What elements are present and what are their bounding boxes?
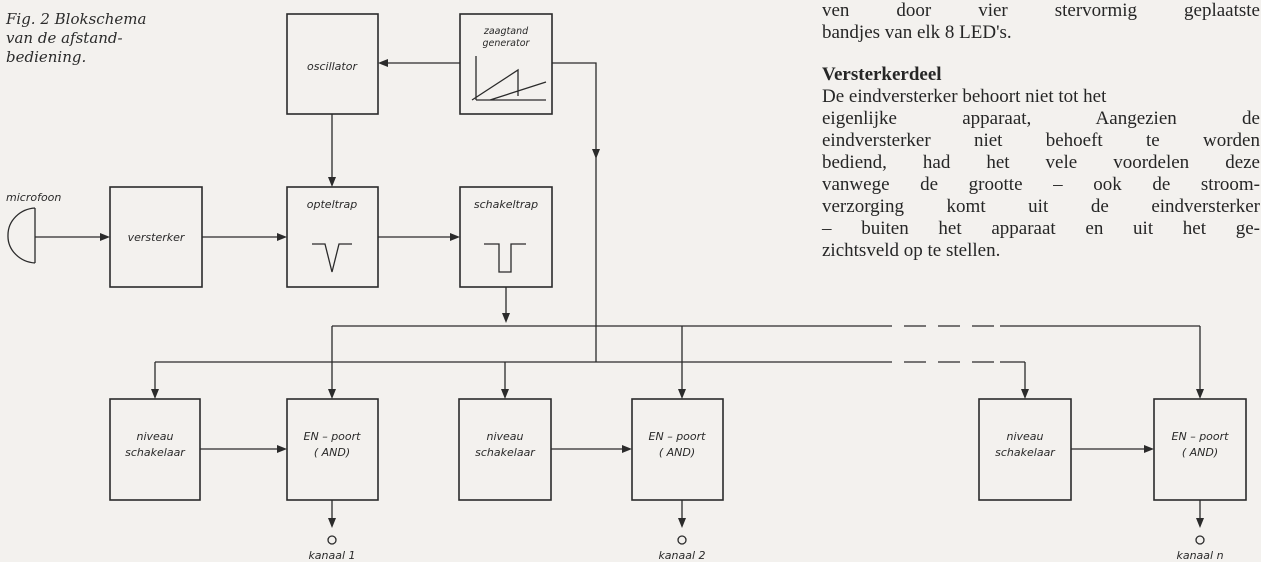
arrow-head bbox=[678, 389, 686, 399]
caption-line: Fig. 2 Blokschema bbox=[6, 10, 147, 28]
zaagtand-label: zaagtand bbox=[483, 26, 529, 37]
en-poort-label: EN – poort bbox=[649, 430, 707, 443]
arrow-head bbox=[1144, 445, 1154, 453]
niveau-label: niveau bbox=[1006, 430, 1043, 443]
square-pulse-symbol bbox=[484, 243, 526, 273]
arrow-head bbox=[328, 389, 336, 399]
figure-caption: Fig. 2 Blokschema van de afstand- bedien… bbox=[6, 10, 186, 67]
arrow-head bbox=[678, 518, 686, 528]
arrow-head bbox=[622, 445, 632, 453]
section-heading: Versterkerdeel bbox=[822, 64, 942, 85]
text-line: bediend, had het vele voordelen deze bbox=[822, 152, 1260, 173]
schakelaar-label: schakelaar bbox=[995, 446, 1056, 459]
versterker-label: versterker bbox=[128, 231, 186, 244]
arrow-head bbox=[100, 233, 110, 241]
oscillator-label: oscillator bbox=[307, 60, 358, 73]
schakeltrap-label: schakeltrap bbox=[474, 198, 538, 211]
arrow-head bbox=[328, 518, 336, 528]
text-line: zichtsveld op te stellen. bbox=[822, 240, 1001, 261]
opteltrap-label: opteltrap bbox=[307, 198, 357, 211]
kanaal-1-label: kanaal 1 bbox=[308, 549, 355, 562]
output-terminal bbox=[677, 535, 687, 545]
text-line: De eindversterker behoort niet tot het bbox=[822, 86, 1107, 107]
and-label: ( AND) bbox=[659, 446, 695, 459]
arrow-head bbox=[1196, 389, 1204, 399]
and-label: ( AND) bbox=[314, 446, 350, 459]
niveau-label: niveau bbox=[136, 430, 173, 443]
caption-line: van de afstand- bbox=[6, 29, 123, 47]
text-line: vanwege de grootte – ook de stroom- bbox=[822, 174, 1260, 195]
text-line: eindversterker niet behoeft te worden bbox=[822, 130, 1260, 151]
text-line: ven door vier stervormig geplaatste bbox=[822, 0, 1260, 21]
output-terminal bbox=[1195, 535, 1205, 545]
and-label: ( AND) bbox=[1182, 446, 1218, 459]
generator-label: generator bbox=[483, 38, 531, 49]
schakelaar-label: schakelaar bbox=[475, 446, 536, 459]
output-terminal bbox=[327, 535, 337, 545]
arrow-head bbox=[501, 389, 509, 399]
text-line: – buiten het apparaat en uit het ge- bbox=[822, 218, 1260, 239]
sawtooth-symbol bbox=[471, 56, 547, 101]
microphone-icon bbox=[7, 207, 36, 264]
kanaal-2-label: kanaal 2 bbox=[658, 549, 705, 562]
caption-line: bediening. bbox=[6, 48, 87, 66]
en-poort-block bbox=[631, 398, 724, 501]
arrow-head bbox=[502, 313, 510, 323]
en-poort-label: EN – poort bbox=[1172, 430, 1230, 443]
niveau-label: niveau bbox=[486, 430, 523, 443]
arrow-head bbox=[328, 177, 336, 187]
zaagtand-generator-block bbox=[459, 13, 553, 115]
arrow-head bbox=[450, 233, 460, 241]
microphone-label: microfoon bbox=[6, 191, 61, 204]
arrow-head bbox=[378, 59, 388, 67]
article-text: ven door vier stervormig geplaatste band… bbox=[822, 0, 1260, 262]
generator-reference-wire bbox=[552, 62, 597, 362]
kanaal-n-label: kanaal n bbox=[1176, 549, 1223, 562]
arrow-head bbox=[1196, 518, 1204, 528]
text-line: bandjes van elk 8 LED's. bbox=[822, 22, 1012, 43]
arrow-head bbox=[151, 389, 159, 399]
arrow-head bbox=[592, 149, 600, 159]
arrow-head bbox=[277, 445, 287, 453]
arrow-head bbox=[277, 233, 287, 241]
negative-pulse-symbol bbox=[312, 243, 352, 273]
schakelaar-label: schakelaar bbox=[125, 446, 186, 459]
text-line: eigenlijke apparaat, Aangezien de bbox=[822, 108, 1260, 129]
en-poort-label: EN – poort bbox=[304, 430, 362, 443]
arrow-head bbox=[1021, 389, 1029, 399]
text-line: verzorging komt uit de eindversterker bbox=[822, 196, 1260, 217]
